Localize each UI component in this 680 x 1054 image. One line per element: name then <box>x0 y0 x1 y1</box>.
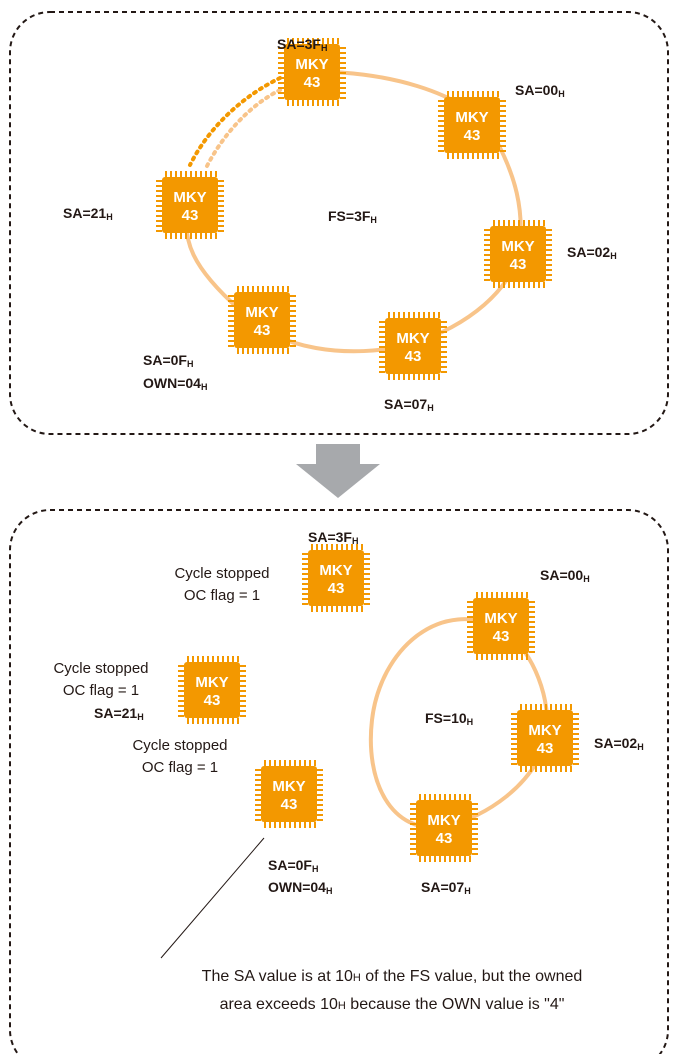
chip-line1: MKY <box>528 722 561 739</box>
chip-line1: MKY <box>173 189 206 206</box>
bottom-node-sa-0f-status2: OC flag = 1 <box>142 759 218 776</box>
top-node-sa-02-label: SA=02H <box>567 244 617 261</box>
chip-line2: 43 <box>405 348 422 365</box>
top-node-sa-3f-label: SA=3FH <box>277 36 327 53</box>
chip-line1: MKY <box>396 330 429 347</box>
bottom-fs-label: FS=10H <box>425 710 473 727</box>
chip-line1: MKY <box>245 304 278 321</box>
chip-line2: 43 <box>436 830 453 847</box>
chip-line2: 43 <box>254 322 271 339</box>
top-node-sa-0f-own: OWN=04H <box>143 375 207 392</box>
top-node-sa-21-label: SA=21H <box>63 205 113 222</box>
bottom-node-sa-0f-own: OWN=04H <box>268 879 332 896</box>
top-node-sa-07-label: SA=07H <box>384 396 434 413</box>
bottom-node-sa-3f-status1: Cycle stopped <box>174 565 269 582</box>
chip-line2: 43 <box>182 207 199 224</box>
callout-leader-line <box>160 837 265 959</box>
bottom-node-sa-21-label: SA=21H <box>94 705 144 722</box>
note-line-2: area exceeds 10H because the OWN value i… <box>220 996 565 1013</box>
bottom-node-sa-0f-status1: Cycle stopped <box>132 737 227 754</box>
chip-line2: 43 <box>281 796 298 813</box>
chip-line2: 43 <box>537 740 554 757</box>
top-node-sa-00-label: SA=00H <box>515 82 565 99</box>
bottom-node-sa-21-status2: OC flag = 1 <box>63 682 139 699</box>
chip-line2: 43 <box>328 580 345 597</box>
down-arrow-icon <box>296 444 380 498</box>
chip-line1: MKY <box>455 109 488 126</box>
chip-line2: 43 <box>493 628 510 645</box>
bottom-node-sa-02-label: SA=02H <box>594 735 644 752</box>
chip-line2: 43 <box>304 74 321 91</box>
top-fs-label: FS=3FH <box>328 208 377 225</box>
chip-line1: MKY <box>484 610 517 627</box>
chip-line1: MKY <box>501 238 534 255</box>
bottom-node-sa-3f-label: SA=3FH <box>308 529 358 546</box>
bottom-node-sa-07-label: SA=07H <box>421 879 471 896</box>
chip-line1: MKY <box>427 812 460 829</box>
chip-line2: 43 <box>510 256 527 273</box>
bottom-node-sa-3f-status2: OC flag = 1 <box>184 587 260 604</box>
chip-line1: MKY <box>319 562 352 579</box>
bottom-node-sa-0f-label: SA=0FH <box>268 857 318 874</box>
top-panel-border <box>9 11 669 435</box>
bottom-node-sa-21-status1: Cycle stopped <box>53 660 148 677</box>
bottom-panel-border <box>9 509 669 1054</box>
chip-line2: 43 <box>204 692 221 709</box>
note-line-1: The SA value is at 10H of the FS value, … <box>202 968 583 985</box>
chip-line2: 43 <box>464 127 481 144</box>
chip-line1: MKY <box>295 56 328 73</box>
bottom-node-sa-00-label: SA=00H <box>540 567 590 584</box>
chip-line1: MKY <box>272 778 305 795</box>
chip-line1: MKY <box>195 674 228 691</box>
top-node-sa-0f-label: SA=0FH <box>143 352 193 369</box>
